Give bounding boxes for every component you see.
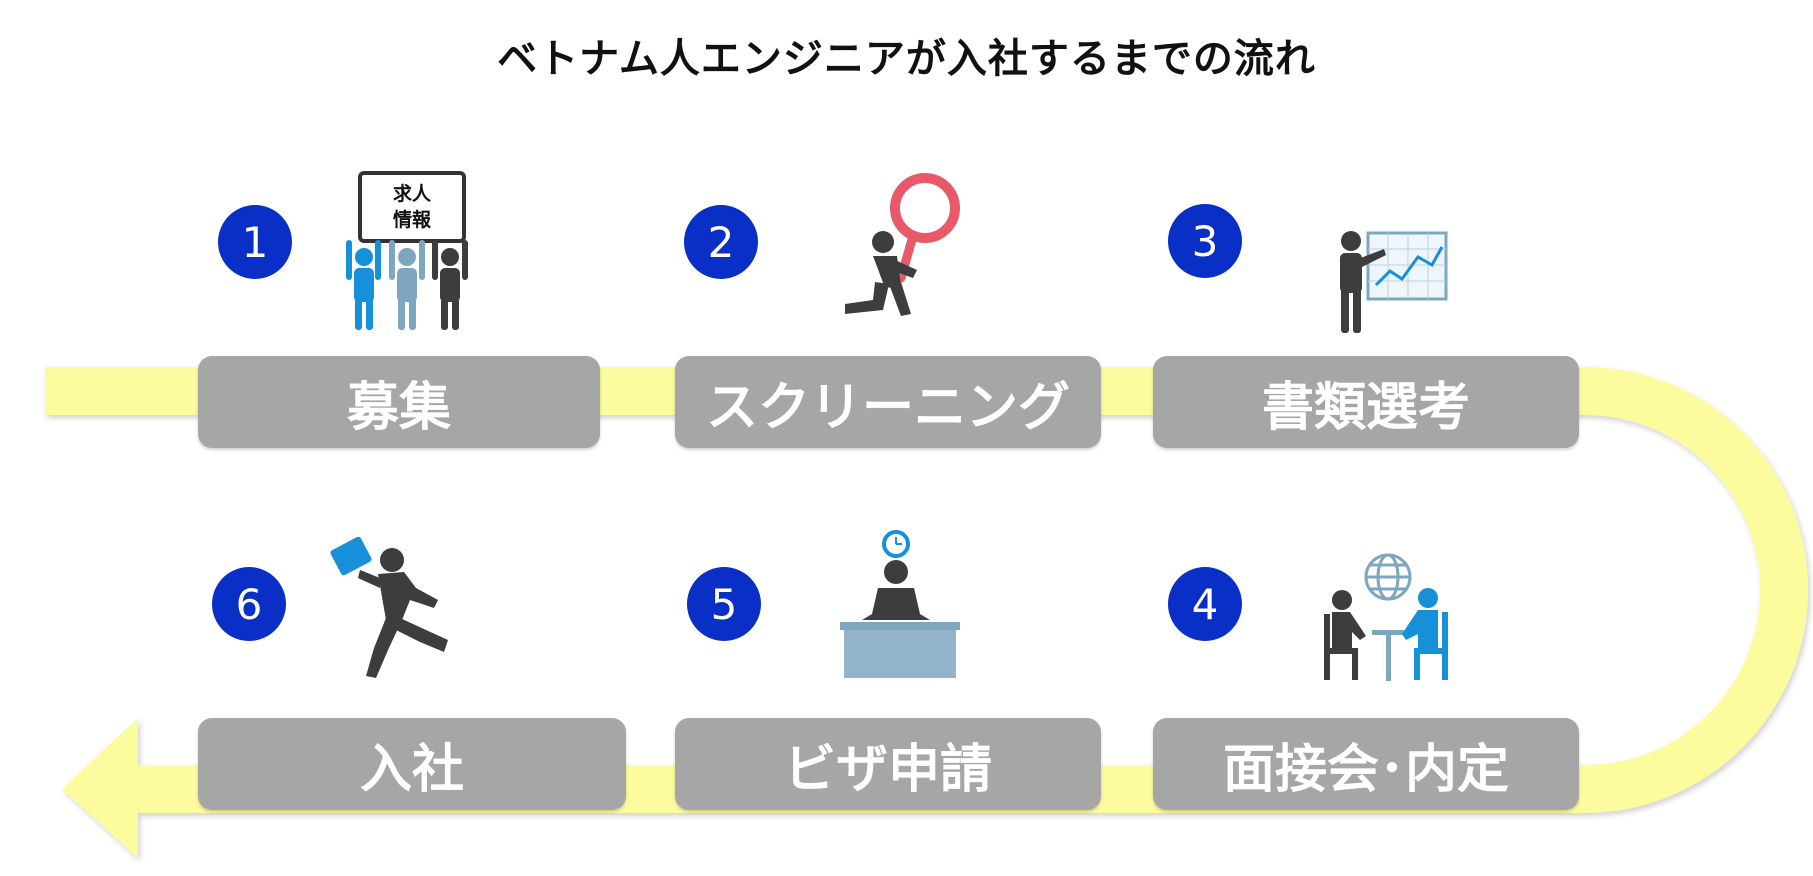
step-label: 募集 [346,377,451,438]
page-title: ベトナム人エンジニアが入社するまでの流れ [497,36,1316,82]
step-box-6: 入社 [198,718,626,810]
sign-line-1: 求人 [393,182,432,205]
step-number-5: 5 [687,567,761,641]
step-label: ビザ申請 [783,739,992,800]
step-box-1: 募集 [198,356,600,448]
step-label: スクリーニング [705,377,1070,438]
step-label: 入社 [359,739,464,800]
step-label: 面接会･内定 [1222,739,1509,800]
desk-clock-icon [840,530,960,678]
step-number-4: 4 [1168,567,1242,641]
running-briefcase-icon [330,536,448,678]
step-box-4: 面接会･内定 [1153,718,1579,810]
recruiting-sign-people-icon: 求人 情報 [346,171,468,330]
step-box-3: 書類選考 [1153,356,1579,448]
step-number-3: 3 [1168,204,1242,278]
interview-globe-icon [1324,553,1448,681]
step-number-2: 2 [684,205,758,279]
sign-line-2: 情報 [393,208,432,231]
step-box-5: ビザ申請 [675,718,1101,810]
presenter-chart-icon [1340,231,1448,333]
step-number-1: 1 [218,205,292,279]
magnifier-runner-icon [845,173,960,316]
step-number-6: 6 [212,567,286,641]
step-box-2: スクリーニング [675,356,1101,448]
step-label: 書類選考 [1261,377,1470,438]
